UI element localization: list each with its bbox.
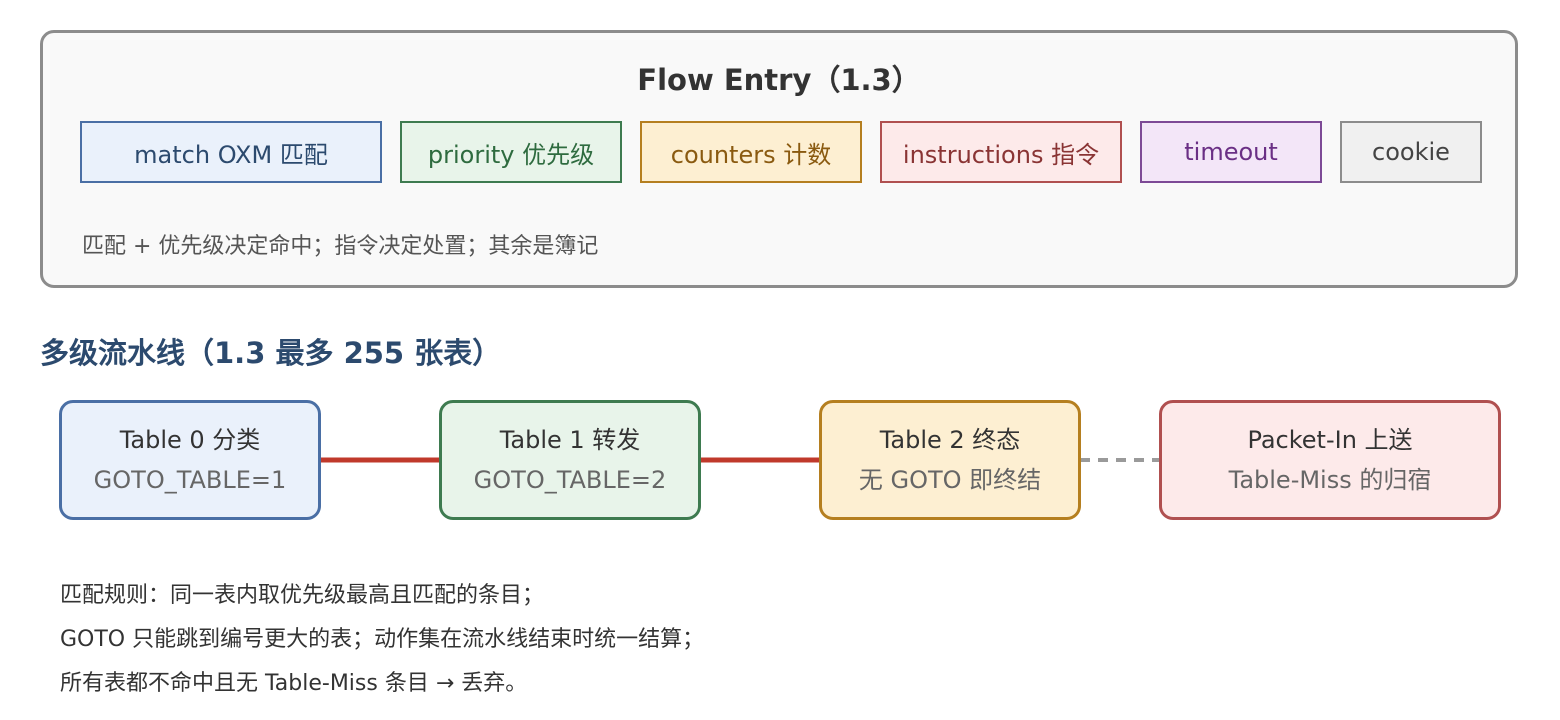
table-1-box: Table 1 转发 GOTO_TABLE=2	[439, 400, 701, 520]
rule-line: 匹配规则：同一表内取优先级最高且匹配的条目；	[60, 583, 545, 608]
packet-in-box: Packet-In 上送 Table-Miss 的归宿	[1159, 400, 1501, 520]
table-1-sub: GOTO_TABLE=2	[473, 466, 667, 494]
field-match: match OXM 匹配	[80, 121, 382, 183]
pipeline-title: 多级流水线（1.3 最多 255 张表）	[40, 336, 502, 370]
packet-in-sub: Table-Miss 的归宿	[1228, 466, 1432, 494]
field-cookie: cookie	[1340, 121, 1482, 183]
table-2-name: Table 2 终态	[879, 426, 1021, 454]
field-counters: counters 计数	[640, 121, 862, 183]
table-2-box: Table 2 终态 无 GOTO 即终结	[819, 400, 1081, 520]
field-instructions: instructions 指令	[880, 121, 1122, 183]
field-timeout: timeout	[1140, 121, 1322, 183]
flow-entry-title: Flow Entry（1.3）	[637, 63, 921, 97]
packet-in-name: Packet-In 上送	[1247, 426, 1413, 454]
flow-entry-note: 匹配 + 优先级决定命中；指令决定处置；其余是簿记	[82, 234, 599, 259]
rules-list: 匹配规则：同一表内取优先级最高且匹配的条目； GOTO 只能跳到编号更大的表；动…	[60, 574, 704, 706]
field-priority: priority 优先级	[400, 121, 622, 183]
flow-entry-panel: Flow Entry（1.3） match OXM 匹配 priority 优先…	[40, 30, 1518, 288]
table-0-name: Table 0 分类	[119, 426, 261, 454]
table-0-sub: GOTO_TABLE=1	[93, 466, 287, 494]
rule-line: GOTO 只能跳到编号更大的表；动作集在流水线结束时统一结算；	[60, 627, 705, 652]
table-2-sub: 无 GOTO 即终结	[858, 466, 1042, 494]
rule-line: 所有表都不命中且无 Table-Miss 条目 → 丢弃。	[60, 671, 528, 696]
table-0-box: Table 0 分类 GOTO_TABLE=1	[59, 400, 321, 520]
table-1-name: Table 1 转发	[499, 426, 641, 454]
